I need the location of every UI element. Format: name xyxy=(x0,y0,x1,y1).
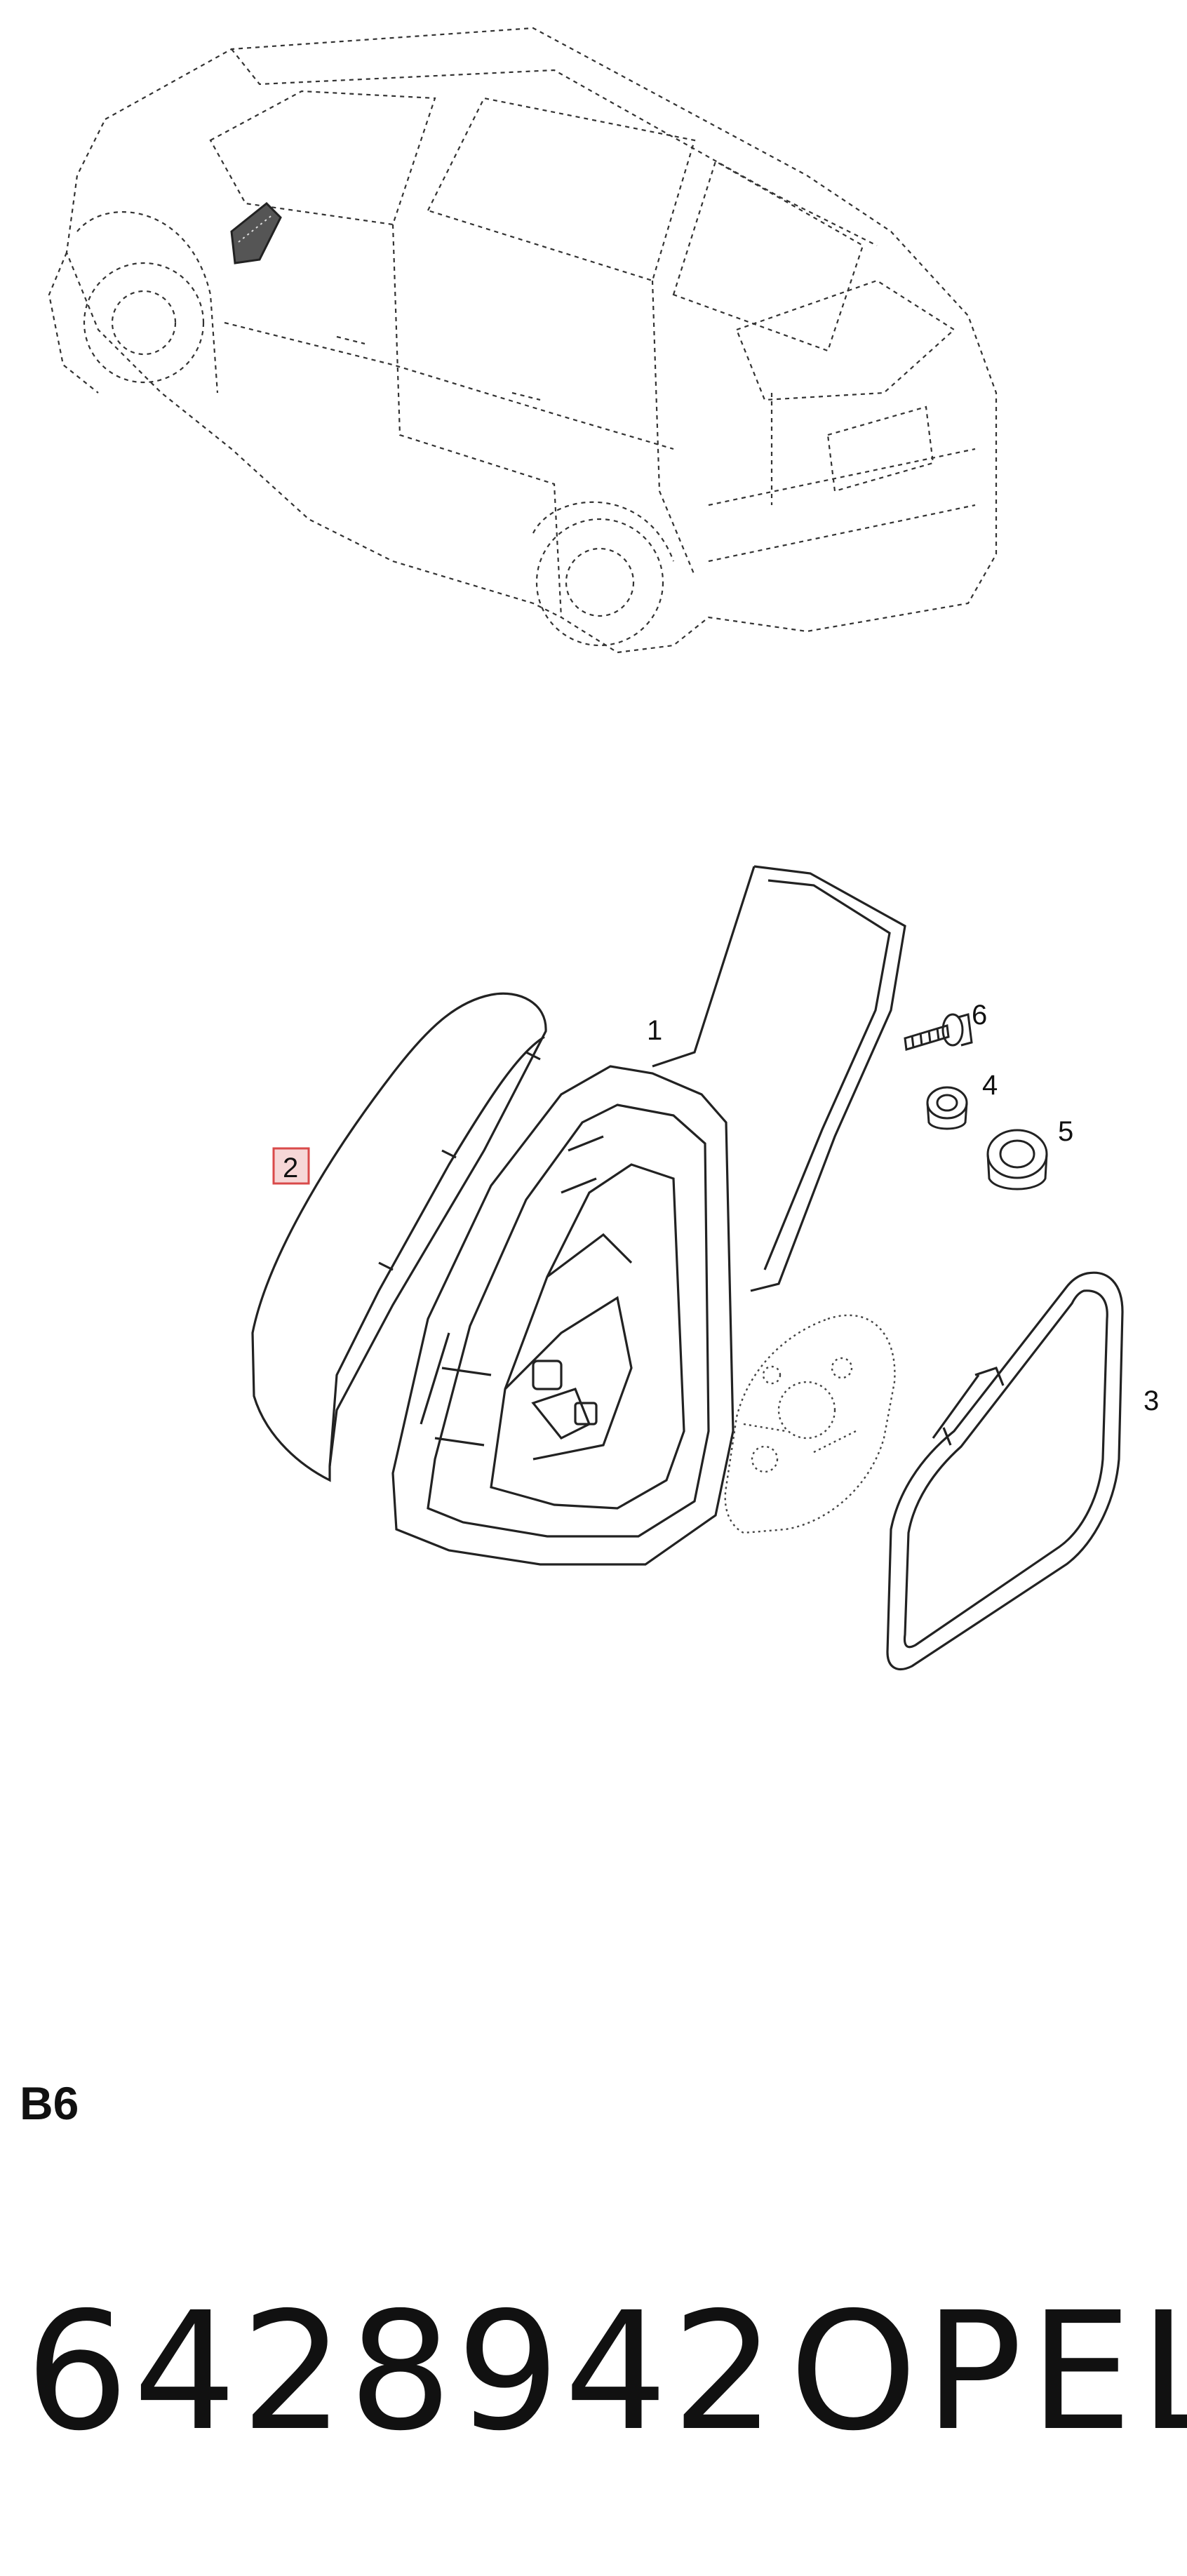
svg-text:6: 6 xyxy=(972,1000,987,1031)
mirror-housing-assembly xyxy=(391,865,906,1566)
vehicle-overview xyxy=(48,27,998,654)
callout-4[interactable]: 4 xyxy=(982,1070,998,1101)
exploded-diagram: 1 2 3 4 5 6 xyxy=(48,27,1159,1670)
callout-5[interactable]: 5 xyxy=(1058,1116,1073,1147)
brand-name: OPEL xyxy=(789,2277,1187,2467)
mirror-glass xyxy=(886,1271,1124,1670)
callout-2-highlight xyxy=(272,1147,310,1185)
svg-text:1: 1 xyxy=(647,1015,662,1046)
screw xyxy=(904,1013,973,1051)
svg-text:3: 3 xyxy=(1144,1386,1159,1416)
part-number: 6428942 xyxy=(25,2277,780,2467)
mirror-cover-cap xyxy=(251,992,547,1482)
section-code: B6 xyxy=(20,2077,79,2129)
svg-text:5: 5 xyxy=(1058,1116,1073,1147)
callout-3[interactable]: 3 xyxy=(1144,1386,1159,1416)
vehicle-mirror-location xyxy=(230,201,282,264)
callout-1[interactable]: 1 xyxy=(647,1015,662,1046)
grommet-small xyxy=(926,1086,968,1130)
svg-text:4: 4 xyxy=(982,1070,998,1101)
grommet-large xyxy=(986,1129,1048,1190)
callout-2[interactable]: 2 xyxy=(272,1147,310,1185)
glass-backing-plate xyxy=(724,1314,896,1534)
callout-6[interactable]: 6 xyxy=(972,1000,987,1031)
svg-text:2: 2 xyxy=(283,1153,298,1183)
